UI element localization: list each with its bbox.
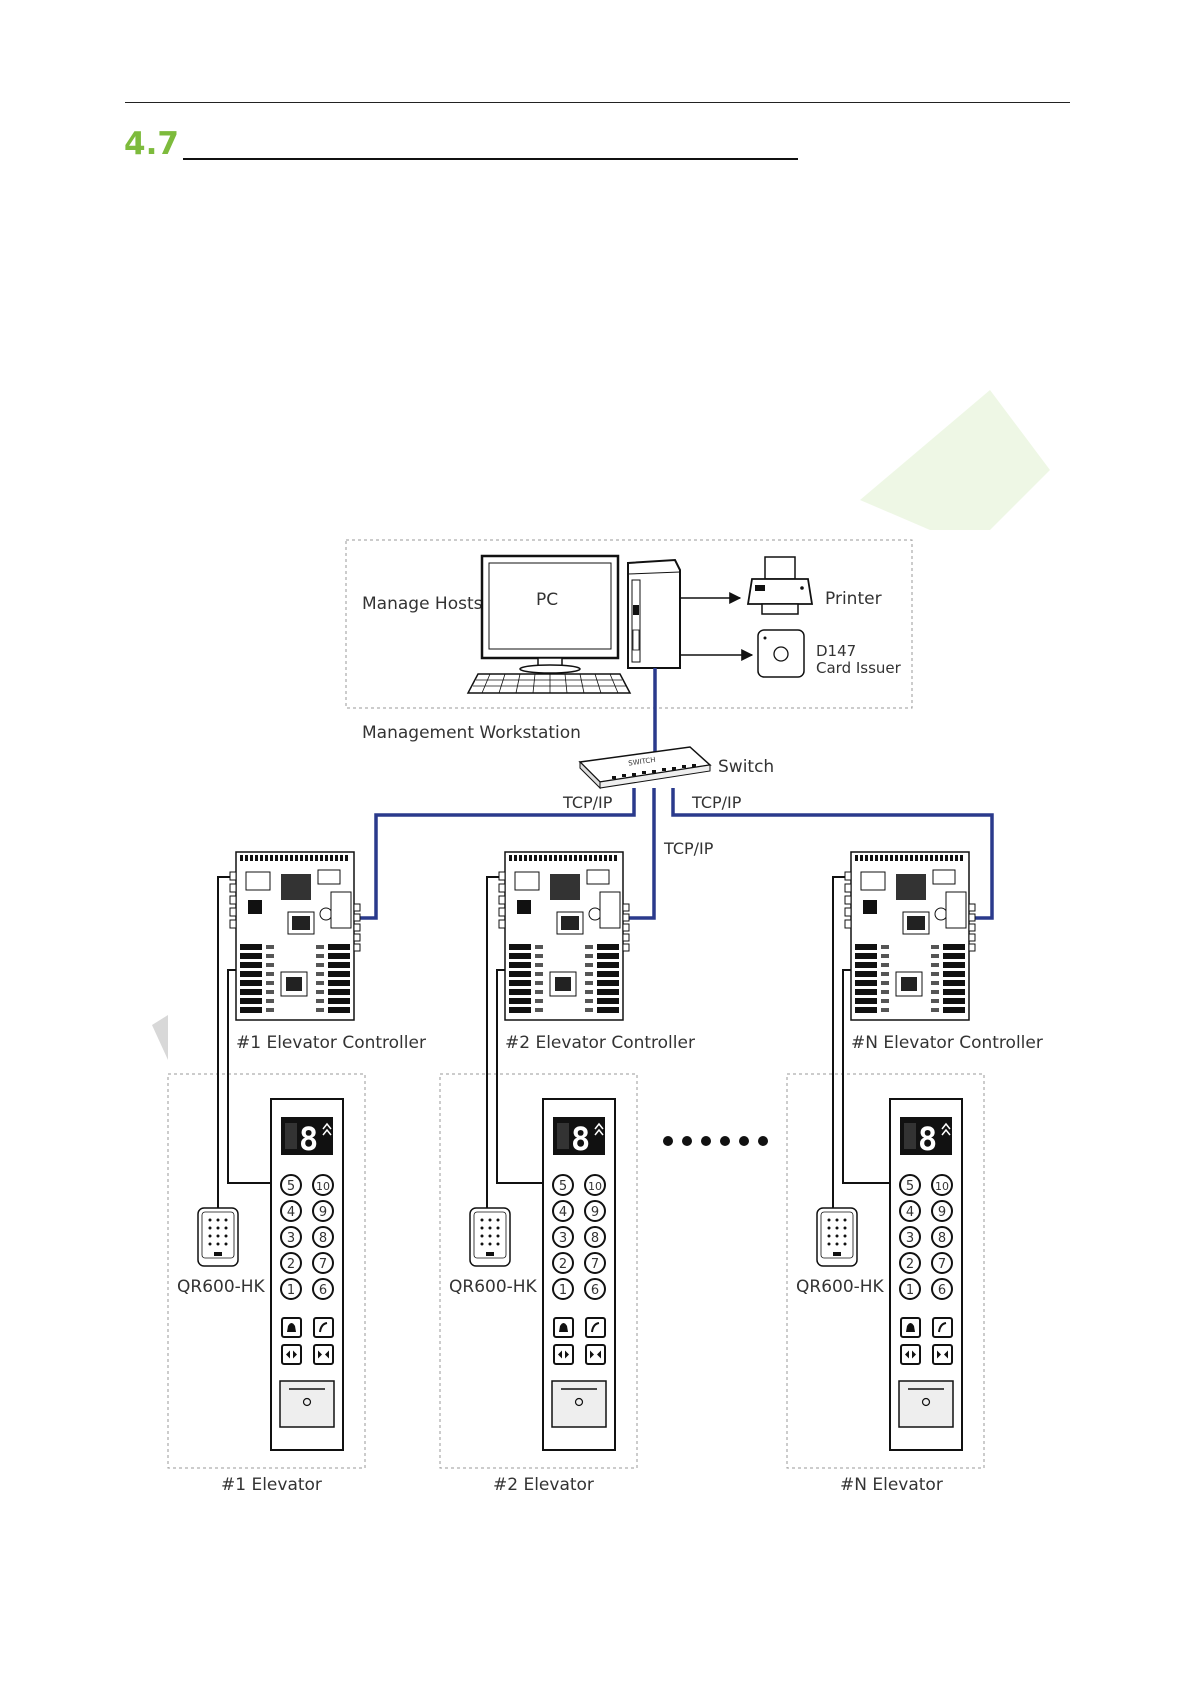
printer-icon [746, 556, 814, 615]
phone-icon [591, 1322, 600, 1333]
door-close-icon [937, 1350, 948, 1359]
floor-button-2: 2 [906, 1257, 914, 1272]
floor-button-10: 10 [935, 1180, 949, 1193]
floor-button-1: 1 [906, 1283, 914, 1298]
floor-button-3: 3 [906, 1231, 914, 1246]
floor-button-7: 7 [591, 1257, 599, 1272]
door-close-icon [318, 1350, 329, 1359]
door-open-icon [558, 1350, 569, 1359]
more-elevators-ellipsis [663, 1136, 768, 1146]
alarm-bell-icon [287, 1323, 296, 1332]
network-cabling [350, 668, 994, 920]
phone-icon [319, 1322, 328, 1333]
controller-label-1: #1 Elevator Controller [236, 1033, 426, 1053]
elevator-button-panel-3: 8 5 10 4 9 3 8 2 7 1 6 [889, 1098, 963, 1451]
reader-label-3: QR600-HK [796, 1277, 885, 1297]
floor-button-9: 9 [591, 1205, 599, 1220]
elevator-controller-board-3: #N Elevator Controller [844, 851, 1043, 1053]
door-open-icon [905, 1350, 916, 1359]
tcpip-label-right: TCP/IP [691, 793, 742, 812]
alarm-bell-icon [559, 1323, 568, 1332]
keyboard-icon [466, 673, 632, 694]
elevator-controller-board-1: #1 Elevator Controller [229, 851, 426, 1053]
floor-button-2: 2 [287, 1257, 295, 1272]
floor-button-8: 8 [591, 1231, 599, 1246]
floor-button-1: 1 [559, 1283, 567, 1298]
floor-button-10: 10 [316, 1180, 330, 1193]
door-close-icon [590, 1350, 601, 1359]
qr-reader-icon-3 [816, 1207, 858, 1267]
floor-button-6: 6 [591, 1283, 599, 1298]
floor-button-5: 5 [906, 1179, 914, 1194]
floor-button-4: 4 [559, 1205, 567, 1220]
elevator-controller-board-2: #2 Elevator Controller [498, 851, 695, 1053]
tcpip-label-left: TCP/IP [562, 793, 613, 812]
floor-button-4: 4 [287, 1205, 295, 1220]
elevator-button-panel-1: 8 5 10 4 9 3 8 2 7 1 6 [270, 1098, 344, 1451]
elevator-group-3: QR600-HK 8 5 10 4 9 3 8 2 7 1 6 #N Elevator [786, 876, 985, 1495]
qr-reader-icon-1 [197, 1207, 239, 1267]
elevator-label-1: #1 Elevator [221, 1475, 322, 1495]
pc-tower-icon [627, 558, 681, 669]
switch-label: Switch [718, 757, 774, 777]
door-open-icon [286, 1350, 297, 1359]
watermark-logo [860, 390, 1050, 530]
card-issuer-icon [757, 629, 805, 678]
floor-button-6: 6 [938, 1283, 946, 1298]
floor-button-7: 7 [319, 1257, 327, 1272]
floor-button-3: 3 [287, 1231, 295, 1246]
floor-display-digit-3: 8 [918, 1120, 937, 1158]
elevator-label-3: #N Elevator [840, 1475, 943, 1495]
floor-button-5: 5 [559, 1179, 567, 1194]
elevator-group-1: QR600-HK 8 5 10 4 9 3 8 2 7 1 6 #1 Elevator [167, 876, 366, 1495]
floor-button-8: 8 [938, 1231, 946, 1246]
alarm-bell-icon [906, 1323, 915, 1332]
printer-label: Printer [825, 589, 882, 609]
floor-button-2: 2 [559, 1257, 567, 1272]
elevator-wiring-3 [832, 876, 890, 1208]
elevator-label-2: #2 Elevator [493, 1475, 594, 1495]
card-issuer-label: Card Issuer [816, 659, 902, 677]
header-rule [125, 102, 1070, 103]
floor-button-9: 9 [319, 1205, 327, 1220]
tcpip-label-center: TCP/IP [663, 839, 714, 858]
section-number: 4.7 [124, 126, 179, 162]
floor-button-1: 1 [287, 1283, 295, 1298]
pc-label: PC [536, 590, 558, 610]
elevator-wiring-2 [486, 876, 543, 1208]
controller-label-3: #N Elevator Controller [851, 1033, 1043, 1053]
floor-button-7: 7 [938, 1257, 946, 1272]
reader-label-2: QR600-HK [449, 1277, 538, 1297]
phone-icon [938, 1322, 947, 1333]
reader-label-1: QR600-HK [177, 1277, 266, 1297]
pc-monitor-icon [480, 554, 620, 674]
floor-button-5: 5 [287, 1179, 295, 1194]
floor-button-9: 9 [938, 1205, 946, 1220]
section-title-underline [183, 158, 798, 160]
floor-display-digit-1: 8 [299, 1120, 318, 1158]
elevator-wiring-1 [217, 876, 271, 1208]
workstation-boundary [345, 539, 913, 709]
floor-button-10: 10 [588, 1180, 602, 1193]
floor-display-digit-2: 8 [571, 1120, 590, 1158]
elevator-group-2: QR600-HK 8 5 10 4 9 3 8 2 7 1 6 #2 Elevator [439, 876, 638, 1495]
qr-reader-icon-2 [469, 1207, 511, 1267]
manage-hosts-label: Manage Hosts [362, 594, 483, 614]
switch-device-text: SWITCH [628, 756, 656, 768]
controller-label-2: #2 Elevator Controller [505, 1033, 695, 1053]
scan-artifact-mark [152, 1015, 168, 1060]
floor-button-8: 8 [319, 1231, 327, 1246]
floor-button-6: 6 [319, 1283, 327, 1298]
floor-button-3: 3 [559, 1231, 567, 1246]
network-switch-icon: SWITCH [578, 746, 712, 790]
workstation-caption: Management Workstation [362, 723, 581, 743]
elevator-button-panel-2: 8 5 10 4 9 3 8 2 7 1 6 [542, 1098, 616, 1451]
card-issuer-model-label: D147 [816, 642, 856, 660]
floor-button-4: 4 [906, 1205, 914, 1220]
